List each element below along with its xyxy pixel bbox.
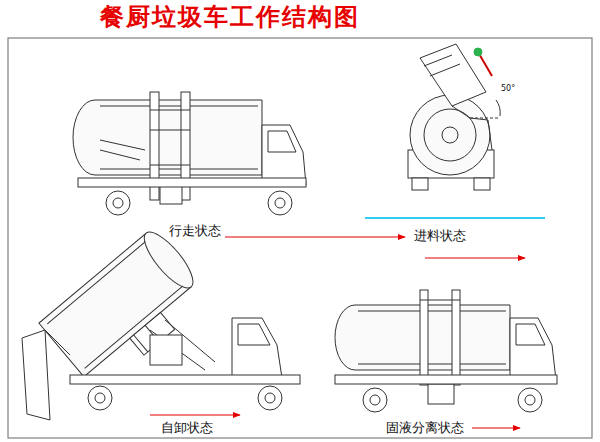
diagram-title: 餐厨垃圾车工作结构图	[100, 4, 360, 30]
state-label: 进料状态	[413, 229, 467, 244]
driving-truck-part	[100, 140, 145, 160]
separation-truck-part	[518, 388, 542, 412]
driving-truck-part	[262, 125, 306, 185]
dumping-truck-part	[265, 393, 275, 403]
driving-truck-part	[73, 100, 262, 175]
state-label: 固液分离状态	[385, 421, 465, 436]
dumping-truck-part	[238, 324, 270, 345]
dumping-truck-part	[39, 225, 215, 393]
separation-truck-part	[370, 395, 380, 405]
driving-truck	[73, 92, 306, 215]
dumping-truck-part	[95, 393, 105, 403]
loading-rear-view-part	[424, 55, 460, 76]
separation-truck-part	[358, 311, 506, 364]
driving-truck-part	[268, 131, 296, 152]
flow-arrow	[225, 236, 405, 237]
separation-truck-part	[363, 388, 387, 412]
dumping-truck-part	[70, 375, 300, 384]
driving-truck-part	[150, 110, 190, 165]
frame-border	[8, 38, 592, 438]
separator-line	[365, 217, 545, 219]
dumping-truck-part	[232, 318, 282, 378]
driving-truck-part	[275, 198, 285, 208]
loading-rear-view-part	[410, 95, 490, 175]
dumping-truck-part	[150, 320, 215, 370]
angle-label: 50°	[500, 84, 516, 93]
driving-truck-part	[106, 191, 130, 215]
dumping-truck-part	[22, 330, 50, 420]
flow-arrow	[425, 257, 525, 258]
loading-rear-view	[408, 44, 500, 190]
separation-truck-part	[516, 324, 545, 345]
separation-truck-part	[420, 300, 460, 301]
dumping-truck-part	[45, 330, 70, 355]
dumping-truck-part	[258, 386, 282, 410]
loading-rear-view-part	[442, 127, 458, 143]
loading-rear-view-part	[420, 44, 486, 106]
flow-arrow	[150, 414, 240, 415]
dumping-truck-part-part	[47, 242, 182, 369]
driving-truck-part	[268, 191, 292, 215]
separation-truck-part	[335, 375, 557, 384]
state-label: 行走状态	[168, 224, 222, 239]
loading-rear-view-part	[474, 48, 482, 56]
dumping-truck-part	[88, 386, 112, 410]
state-label: 自卸状态	[160, 421, 214, 436]
separation-truck-part	[452, 290, 460, 385]
loading-rear-view-part	[474, 178, 490, 190]
separation-truck-part	[510, 318, 556, 380]
loading-rear-view-part	[470, 118, 500, 119]
dumping-truck-part	[150, 335, 182, 365]
flow-arrow	[472, 427, 520, 428]
separation-truck-part	[420, 290, 428, 385]
loading-rear-view-part	[452, 106, 492, 150]
driving-truck-part	[100, 106, 258, 169]
driving-truck-part	[113, 198, 123, 208]
loading-rear-view-part	[412, 178, 428, 190]
dumping-truck	[22, 225, 300, 420]
separation-truck	[335, 290, 557, 412]
separation-truck-part	[525, 395, 535, 405]
loading-rear-view-part	[496, 100, 500, 116]
separation-truck-part	[428, 384, 454, 404]
driving-truck-part	[78, 178, 306, 187]
